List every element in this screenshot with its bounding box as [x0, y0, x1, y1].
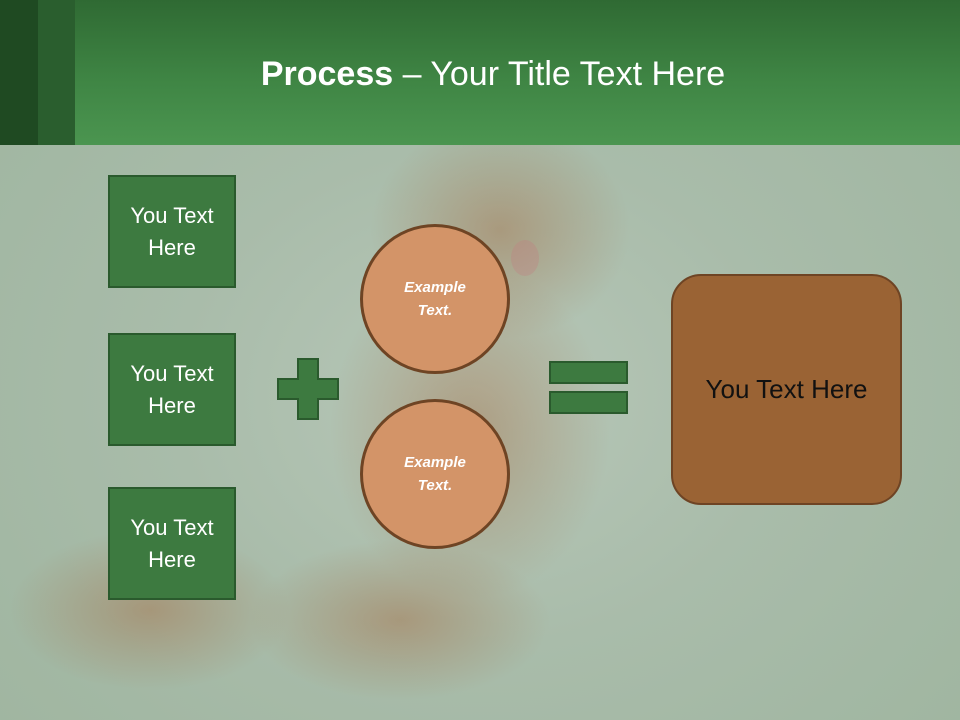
- slide-title[interactable]: Process – Your Title Text Here: [0, 52, 960, 96]
- slide-header: Process – Your Title Text Here: [0, 0, 960, 145]
- text-box-1[interactable]: You Text Here: [108, 175, 236, 288]
- text-box-label: You Text Here: [130, 360, 214, 418]
- title-rest: – Your Title Text Here: [393, 55, 726, 93]
- equals-icon: [549, 361, 628, 414]
- example-circle-1[interactable]: Example Text.: [360, 224, 510, 374]
- result-label: You Text Here: [705, 374, 868, 404]
- example-circle-2[interactable]: Example Text.: [360, 399, 510, 549]
- text-box-3[interactable]: You Text Here: [108, 487, 236, 600]
- text-box-label: You Text Here: [130, 202, 214, 260]
- title-bold: Process: [260, 55, 394, 93]
- circle-label: Example Text.: [404, 279, 466, 319]
- plus-icon: [277, 358, 339, 420]
- text-box-2[interactable]: You Text Here: [108, 333, 236, 446]
- header-accent-mid: [38, 0, 75, 145]
- result-box[interactable]: You Text Here: [671, 274, 902, 505]
- header-accent-dark: [0, 0, 38, 145]
- text-box-label: You Text Here: [130, 514, 214, 572]
- circle-label: Example Text.: [404, 454, 466, 494]
